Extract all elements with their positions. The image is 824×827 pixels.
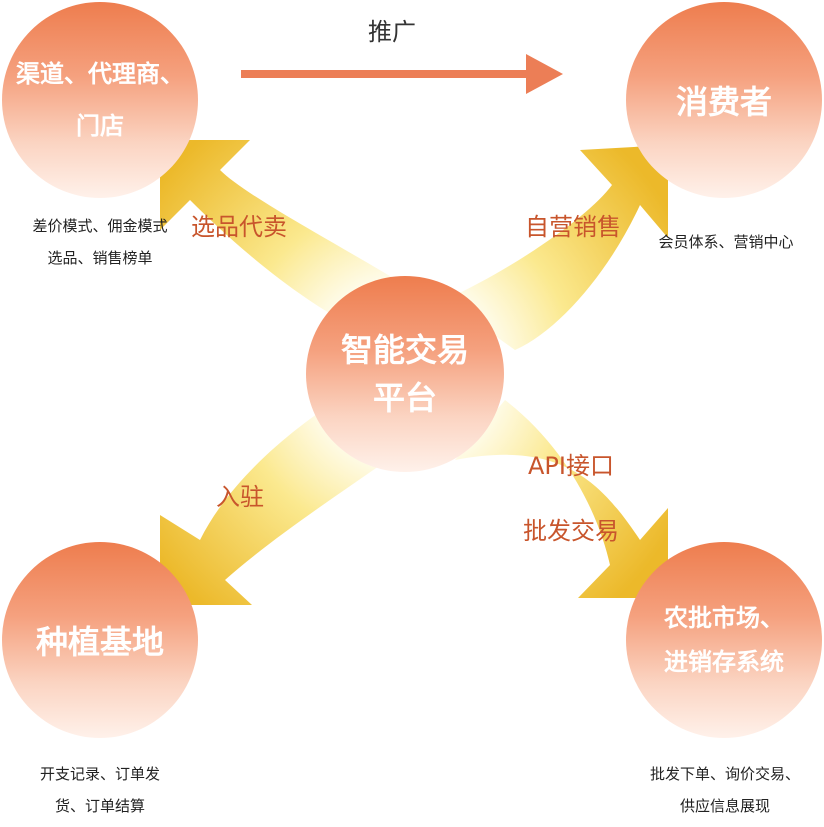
- node-consumer: 消费者: [626, 2, 822, 198]
- node-channel-line1: 渠道、代理商、: [16, 60, 184, 88]
- note-farm: 开支记录、订单发 货、订单结算: [20, 758, 180, 822]
- edge-label-to-farm: 入驻: [216, 483, 264, 511]
- node-channel-line2: 门店: [76, 112, 124, 140]
- arrow-to-farm: [160, 395, 395, 605]
- node-wholesale: 农批市场、 进销存系统: [626, 542, 822, 738]
- note-farm-line1: 开支记录、订单发: [39, 765, 160, 783]
- note-wholesale-line1: 批发下单、询价交易、: [649, 765, 800, 783]
- node-farm: 种植基地: [2, 542, 198, 738]
- edge-label-to-consumer: 自营销售: [525, 213, 621, 241]
- node-platform: 智能交易 平台: [306, 276, 504, 472]
- arrow-to-channel: [160, 140, 400, 330]
- promo-arrow-head: [526, 54, 563, 94]
- note-channel-line2: 选品、销售榜单: [47, 249, 153, 267]
- node-channel: 渠道、代理商、 门店: [2, 2, 198, 198]
- note-farm-line2: 货、订单结算: [54, 797, 145, 815]
- node-platform-line1: 智能交易: [340, 331, 469, 369]
- node-wholesale-line2: 进销存系统: [664, 648, 784, 676]
- note-consumer: 会员体系、营销中心: [640, 226, 812, 258]
- edge-label-to-channel: 选品代卖: [191, 213, 287, 241]
- note-channel: 差价模式、佣金模式 选品、销售榜单: [20, 210, 180, 274]
- arrow-to-wholesale: [455, 400, 668, 598]
- promotion-label: 推广: [368, 18, 416, 46]
- edge-label-to-wholesale-api: API接口: [528, 452, 614, 480]
- node-farm-label: 种植基地: [35, 623, 164, 661]
- node-wholesale-line1: 农批市场、: [664, 604, 784, 632]
- note-wholesale: 批发下单、询价交易、 供应信息展现: [632, 758, 818, 822]
- arrow-to-consumer: [445, 145, 668, 350]
- note-channel-line1: 差价模式、佣金模式: [32, 217, 168, 235]
- promo-arrow-shaft: [241, 70, 531, 78]
- edge-label-to-wholesale-trade: 批发交易: [523, 517, 619, 545]
- node-consumer-label: 消费者: [675, 83, 772, 121]
- note-consumer-line1: 会员体系、营销中心: [658, 233, 794, 251]
- note-wholesale-line2: 供应信息展现: [679, 797, 770, 815]
- node-platform-line2: 平台: [372, 379, 437, 417]
